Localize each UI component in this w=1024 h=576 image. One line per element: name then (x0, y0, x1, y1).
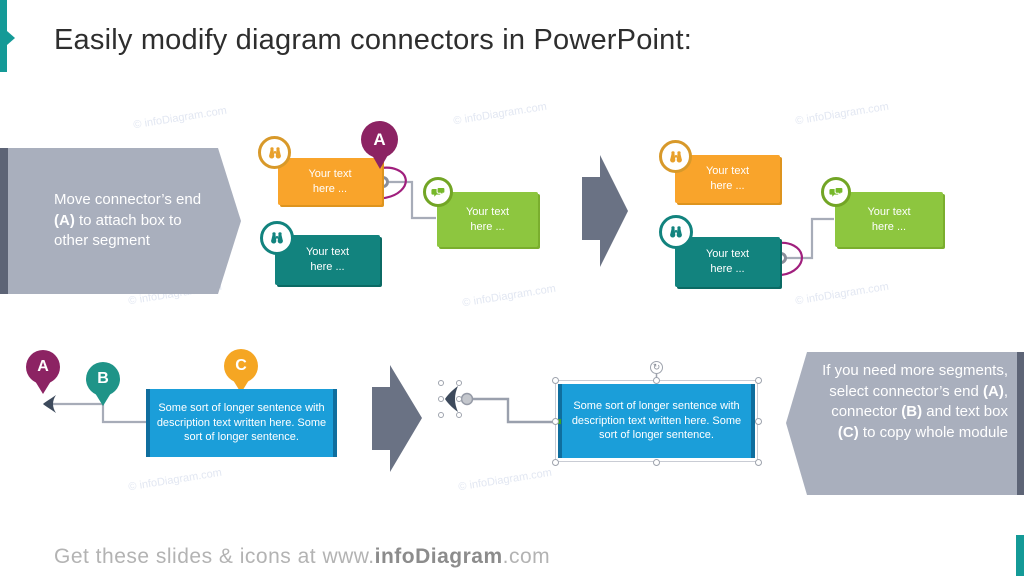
chat-bubbles-icon (430, 186, 445, 197)
orange-badge (659, 140, 692, 173)
binoculars-icon (268, 146, 281, 158)
connector-endpoint-knob[interactable] (460, 392, 474, 406)
callout-text-part: , connector (831, 382, 1008, 421)
text-box-blue[interactable]: Some sort of longer sentence with descri… (146, 389, 337, 457)
connection-point-dot (556, 419, 561, 424)
box-label: Your text here ... (705, 165, 749, 192)
transition-arrow (372, 365, 422, 472)
page-title: Easily modify diagram connectors in Powe… (54, 24, 693, 56)
selection-handle[interactable] (551, 376, 559, 384)
selection-handle[interactable] (551, 458, 559, 466)
rotate-icon: ↻ (652, 362, 661, 372)
text-box-green[interactable]: Your text here ... (835, 192, 943, 247)
binoculars-icon (669, 150, 682, 162)
callout-text-bold-a: (A) (54, 211, 75, 229)
green-badge (423, 177, 453, 207)
text-box-blue-selected[interactable]: Some sort of longer sentence with descri… (558, 384, 755, 458)
right-callout-shape (786, 352, 1024, 495)
pin-a-label: A (361, 121, 398, 158)
callout-text-bold-c: (C) (837, 424, 859, 442)
transition-arrow (582, 155, 628, 267)
pin-a-label: A (26, 350, 60, 384)
selection-handle[interactable] (438, 412, 444, 418)
footer-prefix: Get these slides & icons at www. (54, 545, 375, 568)
box-label: Your text here ... (867, 205, 911, 233)
text-box-green[interactable]: Your text here ... (437, 192, 538, 247)
callout-text-bold-a: (A) (983, 382, 1004, 400)
callout-text-part: to attach box to other segment (54, 211, 182, 250)
binoculars-icon (271, 232, 283, 244)
callout-text-part: and text box (922, 403, 1008, 421)
box-label: Your text here ... (465, 205, 509, 233)
selection-handle[interactable] (754, 458, 762, 466)
orange-badge (258, 136, 291, 169)
green-badge (821, 177, 851, 207)
teal-badge (659, 215, 693, 249)
selection-handle[interactable] (653, 458, 660, 466)
pin-b-label: B (86, 362, 120, 396)
left-callout-shape (0, 148, 241, 294)
right-callout-text: If you need more segments, select connec… (822, 361, 1008, 444)
box-label: Your text here ... (308, 167, 352, 195)
left-callout-text: Move connector’s end (A) to attach box t… (54, 190, 218, 252)
text-box-teal[interactable]: Your text here ... (275, 235, 380, 285)
connector-arrowhead[interactable] (43, 395, 56, 413)
teal-badge (260, 221, 294, 255)
rotation-handle[interactable]: ↻ (650, 361, 663, 374)
elbow-connector-selected[interactable] (473, 397, 555, 424)
pin-a[interactable]: A (361, 121, 398, 169)
text-box-orange[interactable]: Your text here ... (278, 158, 382, 205)
binoculars-icon (670, 226, 682, 238)
box-label: Some sort of longer sentence with descri… (571, 399, 742, 442)
selection-handle[interactable] (653, 376, 660, 384)
pin-c-label: C (224, 349, 258, 383)
elbow-connector[interactable] (389, 180, 436, 220)
pin-b[interactable]: B (86, 362, 120, 406)
elbow-connector[interactable] (52, 402, 146, 424)
footer: Get these slides & icons at www.infoDiag… (54, 545, 550, 569)
bottom-right-accent-bar (1016, 535, 1024, 576)
connector-arrowhead-selected[interactable] (445, 386, 458, 412)
selection-handle[interactable] (456, 380, 462, 386)
box-label: Your text here ... (705, 248, 749, 275)
elbow-connector[interactable] (786, 217, 834, 260)
box-label: Your text here ... (305, 246, 349, 273)
selection-handle[interactable] (456, 412, 462, 418)
selection-handle[interactable] (754, 376, 762, 384)
callout-text-part: If you need more segments, select connec… (822, 362, 1008, 400)
callout-text-part: to copy whole module (858, 424, 1008, 442)
pin-tail (95, 393, 111, 406)
selection-handle[interactable] (754, 417, 762, 425)
top-left-accent-bar (0, 0, 7, 72)
pin-tail (35, 381, 51, 394)
top-left-accent-arrow (7, 31, 15, 45)
box-label: Some sort of longer sentence with descri… (156, 401, 327, 444)
chat-bubbles-icon (828, 186, 843, 197)
footer-suffix: .com (502, 545, 551, 568)
text-box-teal[interactable]: Your text here ... (675, 237, 780, 287)
selection-handle[interactable] (438, 396, 444, 402)
selection-handle[interactable] (551, 417, 559, 425)
pin-c[interactable]: C (224, 349, 258, 393)
selection-handle[interactable] (438, 380, 444, 386)
selection-handle[interactable] (456, 396, 462, 402)
callout-text-part: Move connector’s end (54, 191, 202, 208)
footer-brand: infoDiagram (374, 545, 503, 568)
text-box-orange[interactable]: Your text here ... (675, 155, 780, 203)
pin-tail (371, 155, 388, 169)
callout-text-bold-b: (B) (901, 403, 923, 421)
pin-a[interactable]: A (26, 350, 60, 394)
